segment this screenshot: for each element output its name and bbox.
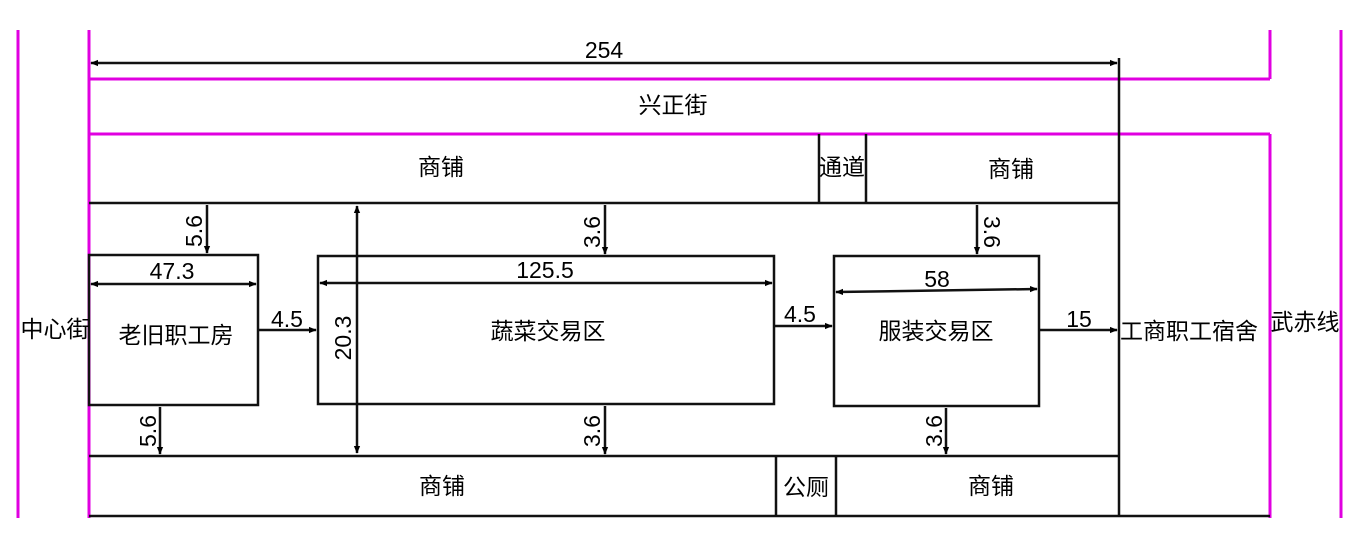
top-street-label: 兴正街 [639,93,708,119]
site-structure [87,58,1270,518]
total-width-value: 254 [585,37,624,63]
gap-bottom-right-value: 3.6 [921,415,947,447]
top-right-shops-label: 商铺 [988,157,1034,183]
gap-top-right-value: 3.6 [979,216,1005,248]
old-house-label: 老旧职工房 [119,323,234,349]
clothing-zone-label: 服装交易区 [879,319,994,345]
gap-top-left-value: 5.6 [181,215,207,247]
gap-bottom-left-value: 5.6 [135,415,161,447]
gap-bottom-mid-value: 3.6 [579,415,605,447]
bottom-left-shops-label: 商铺 [419,474,465,500]
gap-top-mid-value: 3.6 [579,216,605,248]
street-boundaries [16,30,1343,518]
dormitory-label: 工商职工宿舍 [1120,319,1258,345]
dimension-lines [90,59,1118,455]
top-left-shops-label: 商铺 [418,155,464,181]
vegetable-zone-label: 蔬菜交易区 [491,319,606,345]
gap-cloth-dorm-value: 15 [1066,306,1092,332]
inner-height-value: 20.3 [330,316,356,361]
right-street-label: 武赤线 [1271,310,1340,336]
old-house-width-value: 47.3 [150,258,195,284]
passage-label: 通道 [819,155,865,181]
vegetable-zone-block [316,254,776,406]
clothing-width-value: 58 [924,266,950,292]
vegetable-width-value: 125.5 [516,257,574,283]
left-street-label: 中心街 [21,317,90,343]
clothing-width-dim-line [835,285,1038,296]
gap-old-veg-value: 4.5 [271,306,303,332]
public-toilet-label: 公厕 [783,475,829,501]
bottom-right-shops-label: 商铺 [968,474,1014,500]
gap-veg-cloth-value: 4.5 [784,301,816,327]
